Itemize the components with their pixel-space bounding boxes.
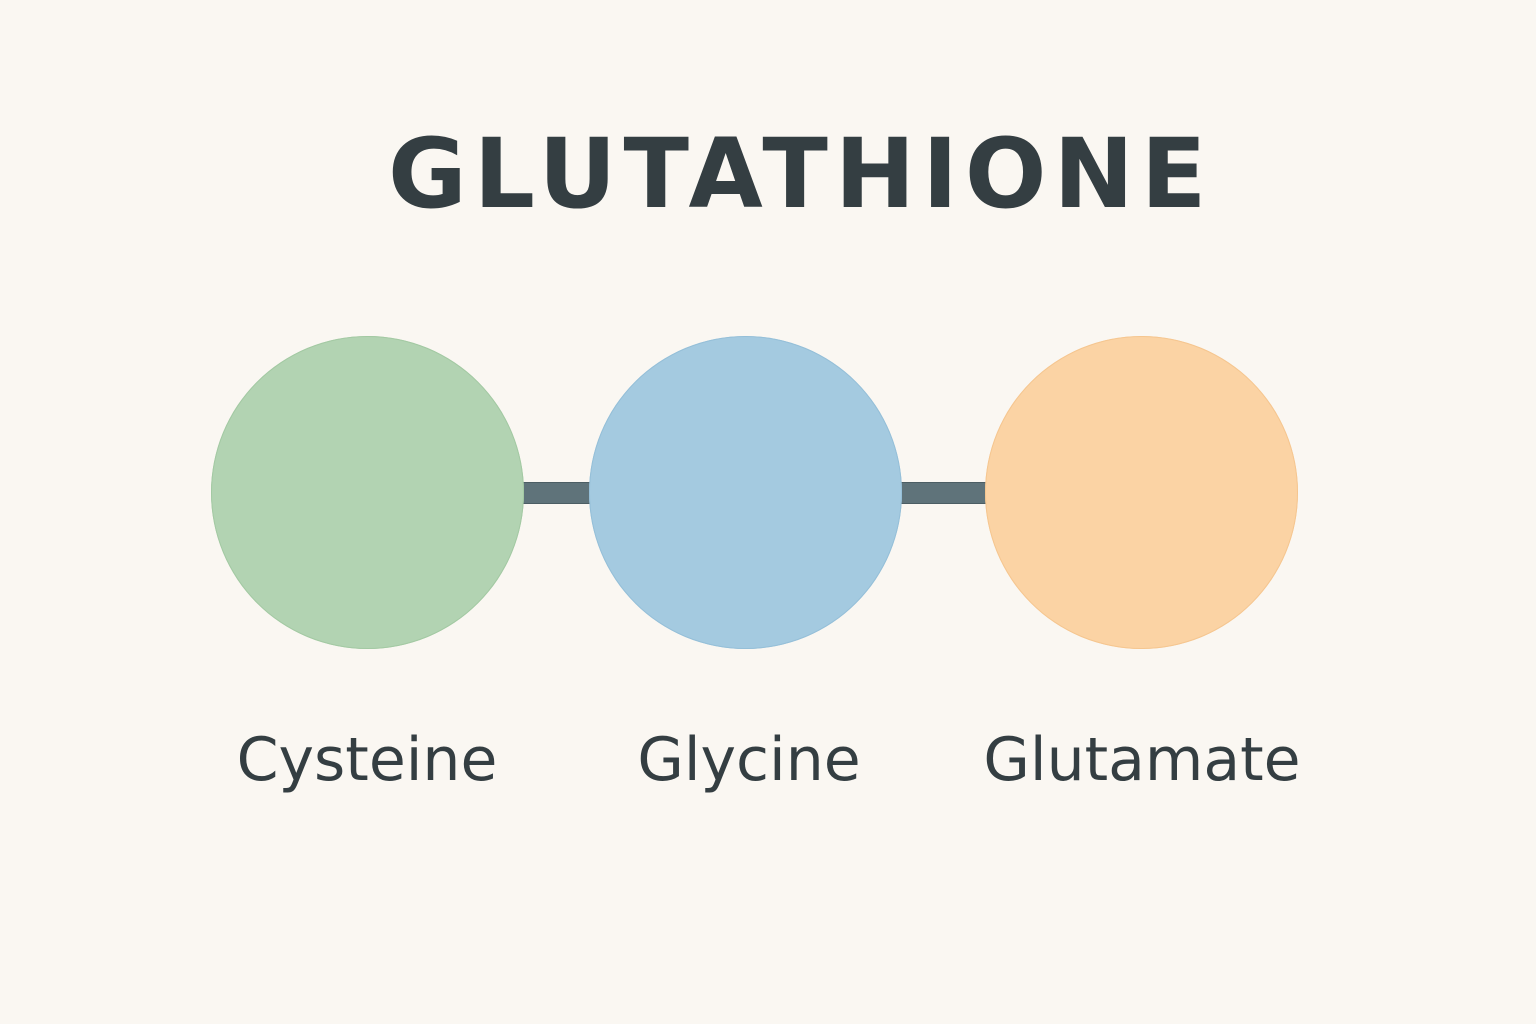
label-glycine: Glycine [637, 725, 861, 795]
connector-glycine-glutamate [900, 482, 988, 504]
node-glycine [589, 336, 902, 649]
label-cysteine: Cysteine [236, 725, 498, 795]
node-glutamate [985, 336, 1298, 649]
node-cysteine [211, 336, 524, 649]
label-glutamate: Glutamate [983, 725, 1301, 795]
connector-cysteine-glycine [520, 482, 592, 504]
diagram-title: GLUTATHIONE [388, 118, 1214, 230]
